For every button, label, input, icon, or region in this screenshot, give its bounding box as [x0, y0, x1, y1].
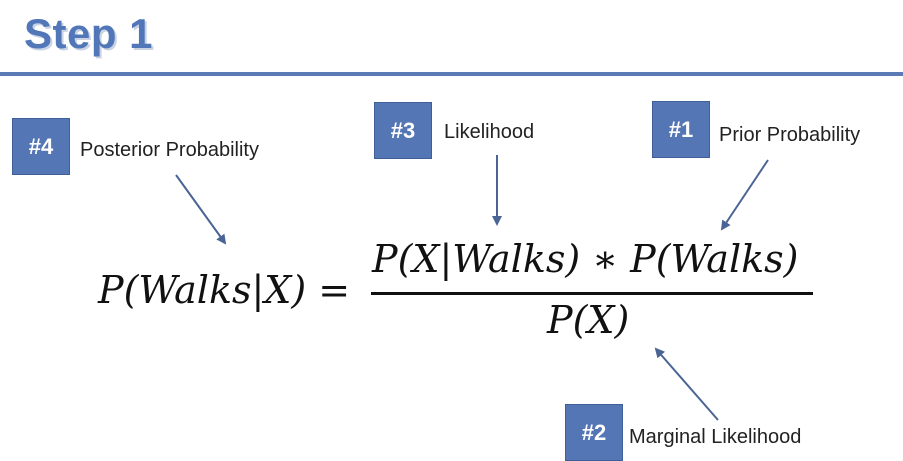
arrow-posterior — [175, 174, 227, 245]
badge-posterior: #4 — [12, 118, 70, 175]
badge-likelihood: #3 — [374, 102, 432, 159]
arrow-marginal — [654, 347, 719, 421]
label-marginal: Marginal Likelihood — [629, 426, 802, 448]
label-posterior: Posterior Probability — [80, 139, 259, 161]
badge-prior: #1 — [652, 101, 710, 158]
fraction-bar — [371, 292, 813, 295]
page-title: Step 1 — [24, 10, 154, 57]
title-divider — [0, 72, 903, 76]
equation-numerator: P(X|Walks) ∗ P(Walks) — [372, 237, 799, 281]
equation-lhs: P(Walks|X) = — [98, 268, 351, 312]
badge-marginal: #2 — [565, 404, 623, 461]
label-likelihood: Likelihood — [444, 121, 535, 143]
arrow-prior — [720, 159, 769, 231]
equation-denominator: P(X) — [547, 298, 630, 342]
label-prior: Prior Probability — [719, 124, 861, 146]
